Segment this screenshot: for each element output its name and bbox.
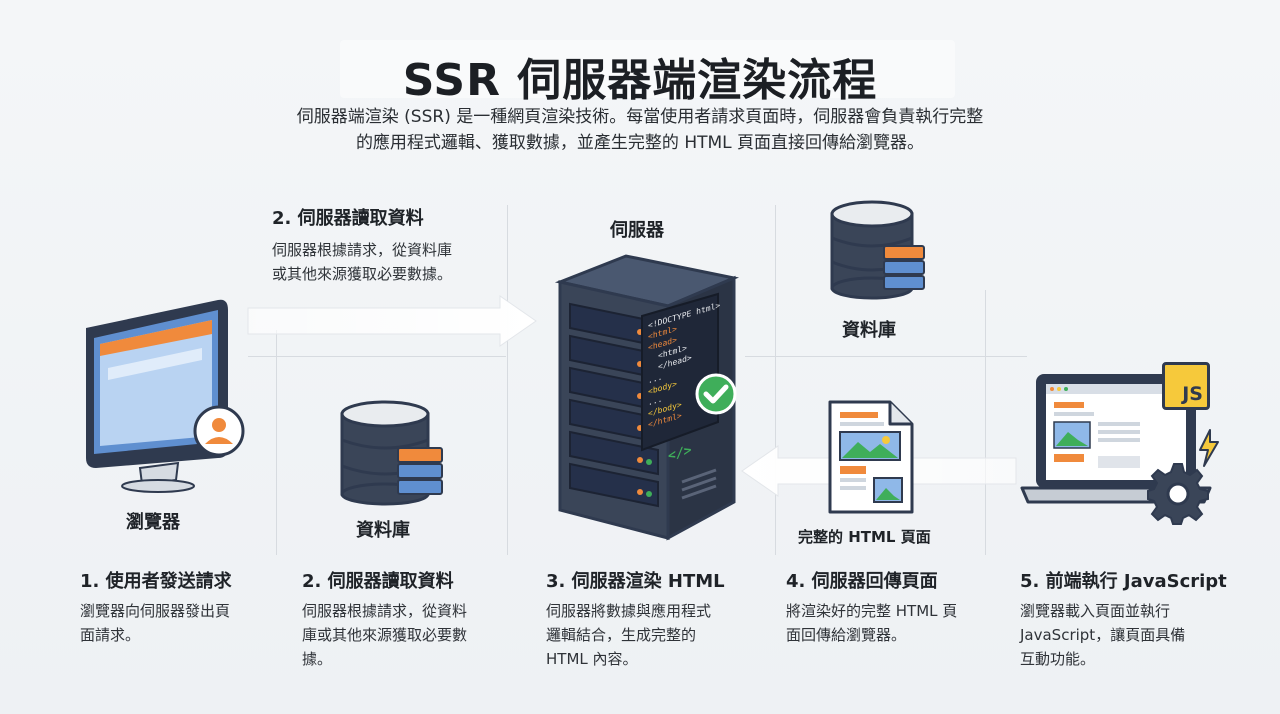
page-title: SSR 伺服器端渲染流程: [402, 55, 878, 106]
step-5-line-3: 互動功能。: [1020, 650, 1096, 668]
server-label: 伺服器: [610, 220, 664, 241]
top-annotation-title: 2. 伺服器讀取資料: [272, 208, 424, 229]
divider-2: [507, 205, 508, 555]
html-document-icon: [828, 400, 914, 514]
step-1-line-2: 面請求。: [80, 626, 141, 644]
step-5-title: 5. 前端執行 JavaScript: [1020, 571, 1227, 592]
step-2-line-2: 庫或其他來源獲取必要數: [302, 626, 468, 644]
lightning-icon: [1199, 429, 1219, 467]
divider-h-left: [248, 356, 506, 357]
user-avatar-icon: [193, 405, 245, 457]
step-4-line-2: 面回傳給瀏覽器。: [786, 626, 907, 644]
js-badge-text: JS: [1182, 383, 1203, 405]
step-2-line-1: 伺服器根據請求，從資料: [302, 602, 468, 620]
step-3-line-2: 邏輯結合，生成完整的: [546, 626, 697, 644]
browser-label: 瀏覽器: [126, 512, 180, 533]
page-subtitle: 伺服器端渲染 (SSR) 是一種網頁渲染技術。每當使用者請求頁面時，伺服器會負責…: [240, 104, 1040, 156]
step-4-line-1: 將渲染好的完整 HTML 頁: [786, 602, 958, 620]
step-5-line-2: JavaScript，讓頁面具備: [1020, 626, 1186, 644]
step-3-line-3: HTML 內容。: [546, 650, 638, 668]
divider-3: [775, 205, 776, 555]
subtitle-line-2: 的應用程式邏輯、獲取數據，並產生完整的 HTML 頁面直接回傳給瀏覽器。: [355, 133, 925, 153]
title-band: [340, 40, 955, 98]
database-top-label: 資料庫: [842, 320, 896, 341]
arrow-right-icon: [247, 295, 537, 347]
step-2-title: 2. 伺服器讀取資料: [302, 571, 454, 592]
step-3-line-1: 伺服器將數據與應用程式: [546, 602, 712, 620]
step-3-title: 3. 伺服器渲染 HTML: [546, 571, 725, 592]
divider-4: [985, 290, 986, 555]
step-1-line-1: 瀏覽器向伺服器發出頁: [80, 602, 231, 620]
top-annotation: 2. 伺服器讀取資料 伺服器根據請求，從資料庫 或其他來源獲取必要數據。: [272, 204, 452, 286]
divider-h-right: [745, 356, 1027, 357]
js-badge-icon: JS: [1162, 362, 1210, 410]
step-3: 3. 伺服器渲染 HTML 伺服器將數據與應用程式 邏輯結合，生成完整的 HTM…: [546, 567, 766, 671]
step-1: 1. 使用者發送請求 瀏覽器向伺服器發出頁 面請求。: [80, 567, 270, 647]
database-top-icon: [830, 200, 925, 300]
step-2-line-3: 據。: [302, 650, 333, 668]
step-1-title: 1. 使用者發送請求: [80, 571, 232, 592]
database-bottom-icon: [340, 400, 443, 506]
complete-page-label: 完整的 HTML 頁面: [798, 528, 931, 546]
top-annotation-line-1: 伺服器根據請求，從資料庫: [272, 241, 453, 259]
browser-monitor-icon: [86, 299, 228, 493]
step-5: 5. 前端執行 JavaScript 瀏覽器載入頁面並執行 JavaScript…: [1020, 567, 1260, 671]
subtitle-line-1: 伺服器端渲染 (SSR) 是一種網頁渲染技術。每當使用者請求頁面時，伺服器會負責…: [296, 107, 984, 127]
step-4: 4. 伺服器回傳頁面 將渲染好的完整 HTML 頁 面回傳給瀏覽器。: [786, 567, 986, 647]
database-bottom-label: 資料庫: [356, 520, 410, 541]
step-2: 2. 伺服器讀取資料 伺服器根據請求，從資料 庫或其他來源獲取必要數 據。: [302, 567, 502, 671]
step-4-title: 4. 伺服器回傳頁面: [786, 571, 938, 592]
server-rack-icon: [554, 254, 740, 541]
laptop-icon: [1020, 374, 1212, 504]
step-5-line-1: 瀏覽器載入頁面並執行: [1020, 602, 1171, 620]
check-badge-icon: [695, 373, 737, 415]
divider-1: [276, 330, 277, 555]
gear-icon: [1147, 463, 1209, 525]
top-annotation-line-2: 或其他來源獲取必要數據。: [272, 265, 453, 283]
